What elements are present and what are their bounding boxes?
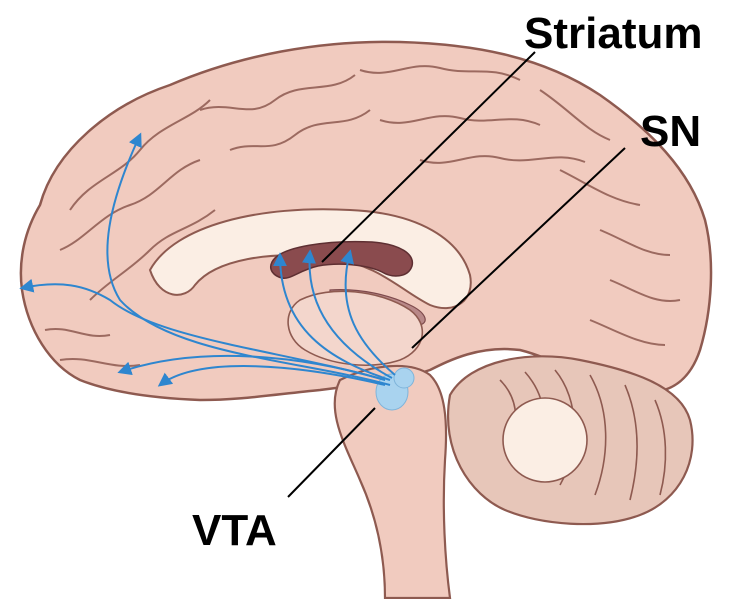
arbor-vitae [503,398,587,482]
vta-label: VTA [192,506,277,555]
sn-label: SN [640,107,701,156]
striatum-label: Striatum [524,9,702,58]
sn-nucleus [394,368,414,388]
